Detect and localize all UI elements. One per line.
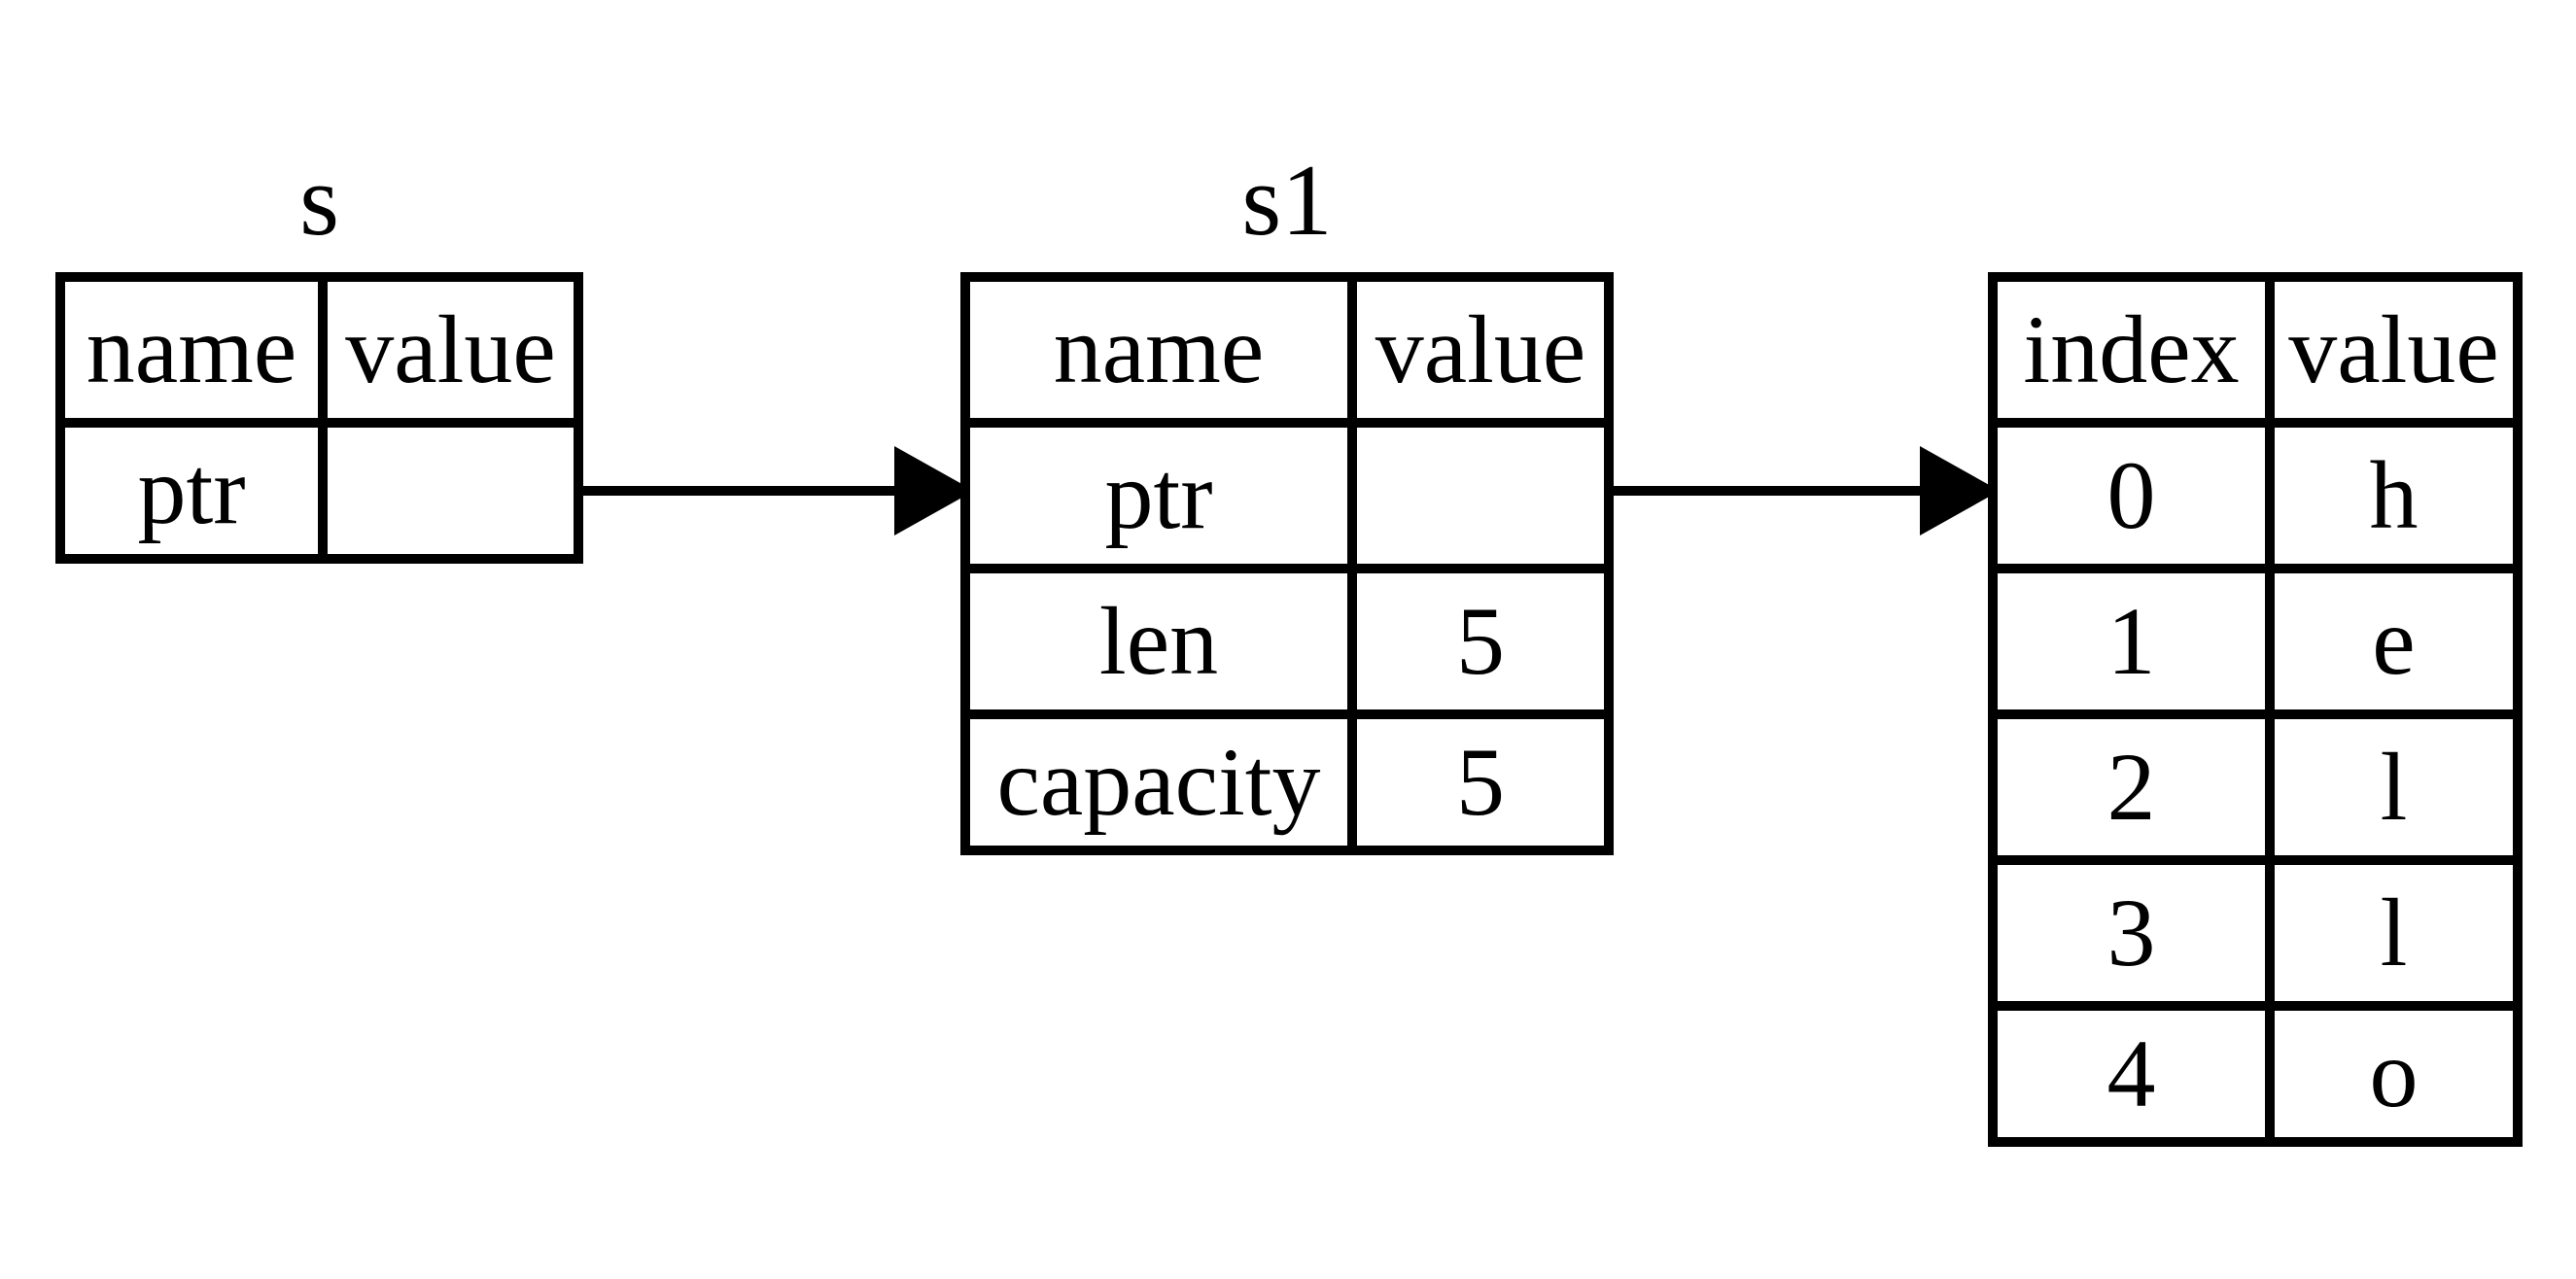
variable-label-s1: s1: [1241, 143, 1333, 257]
heap-row-2-index: 2: [1998, 719, 2275, 865]
s-row-ptr-name: ptr: [65, 428, 328, 554]
variable-label-s: s: [299, 143, 339, 257]
table-s: name value ptr: [55, 272, 583, 564]
heap-row-0-value: h: [2275, 428, 2513, 573]
table-s1: name value ptr len 5 capacity 5: [960, 272, 1614, 855]
heap-row-4-value: o: [2369, 1020, 2419, 1127]
s-header-name: name: [65, 282, 328, 428]
table-heap-buffer: index value 0 h 1 e 2 l 3 l 4 o: [1988, 272, 2523, 1147]
s1-row-ptr-name: ptr: [970, 428, 1357, 573]
s-row-ptr-value: [328, 428, 574, 554]
heap-header-index: index: [1998, 282, 2275, 428]
s1-header-value: value: [1357, 282, 1604, 428]
heap-row-3-index: 3: [1998, 865, 2275, 1011]
s1-row-ptr-value: [1357, 428, 1604, 573]
s1-row-len-value: 5: [1357, 573, 1604, 719]
s1-row-len-name: len: [970, 573, 1357, 719]
heap-row-2-value: l: [2275, 719, 2513, 865]
heap-row-4-index: 4: [1998, 1011, 2275, 1137]
heap-row-1-index: 1: [1998, 573, 2275, 719]
s1-header-name: name: [970, 282, 1357, 428]
s1-row-capacity-name: capacity: [970, 719, 1357, 846]
heap-header-value: value: [2275, 282, 2513, 428]
s1-row-capacity-value: 5: [1456, 728, 1505, 836]
heap-row-1-value: e: [2275, 573, 2513, 719]
heap-row-0-index: 0: [1998, 428, 2275, 573]
s-header-value: value: [328, 282, 574, 428]
heap-row-3-value: l: [2275, 865, 2513, 1011]
